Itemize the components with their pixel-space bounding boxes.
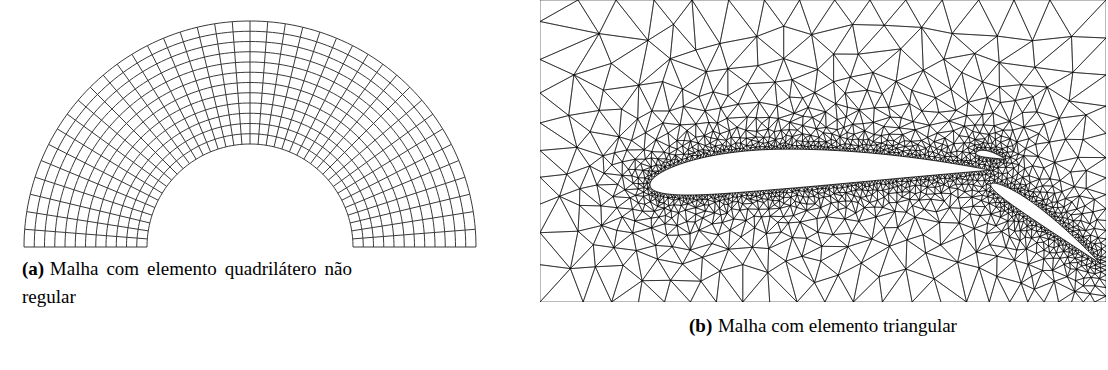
airfoil-element xyxy=(976,150,1005,159)
triangle-mesh xyxy=(540,0,1106,302)
caption-text: Malha com elemento quadrilátero não regu… xyxy=(22,258,352,307)
caption: (a)Malha com elemento quadrilátero não r… xyxy=(22,255,352,311)
caption: (b) Malha com elemento triangular xyxy=(540,312,1106,340)
quad-mesh xyxy=(0,0,500,255)
airfoil-element xyxy=(650,149,990,195)
airfoil-element xyxy=(991,183,1100,263)
caption-text: Malha com elemento triangular xyxy=(718,315,957,336)
quad-grid xyxy=(24,21,476,247)
caption-tag: (b) xyxy=(689,315,712,336)
caption-tag: (a) xyxy=(22,258,44,279)
triangle-grid xyxy=(540,0,1106,302)
